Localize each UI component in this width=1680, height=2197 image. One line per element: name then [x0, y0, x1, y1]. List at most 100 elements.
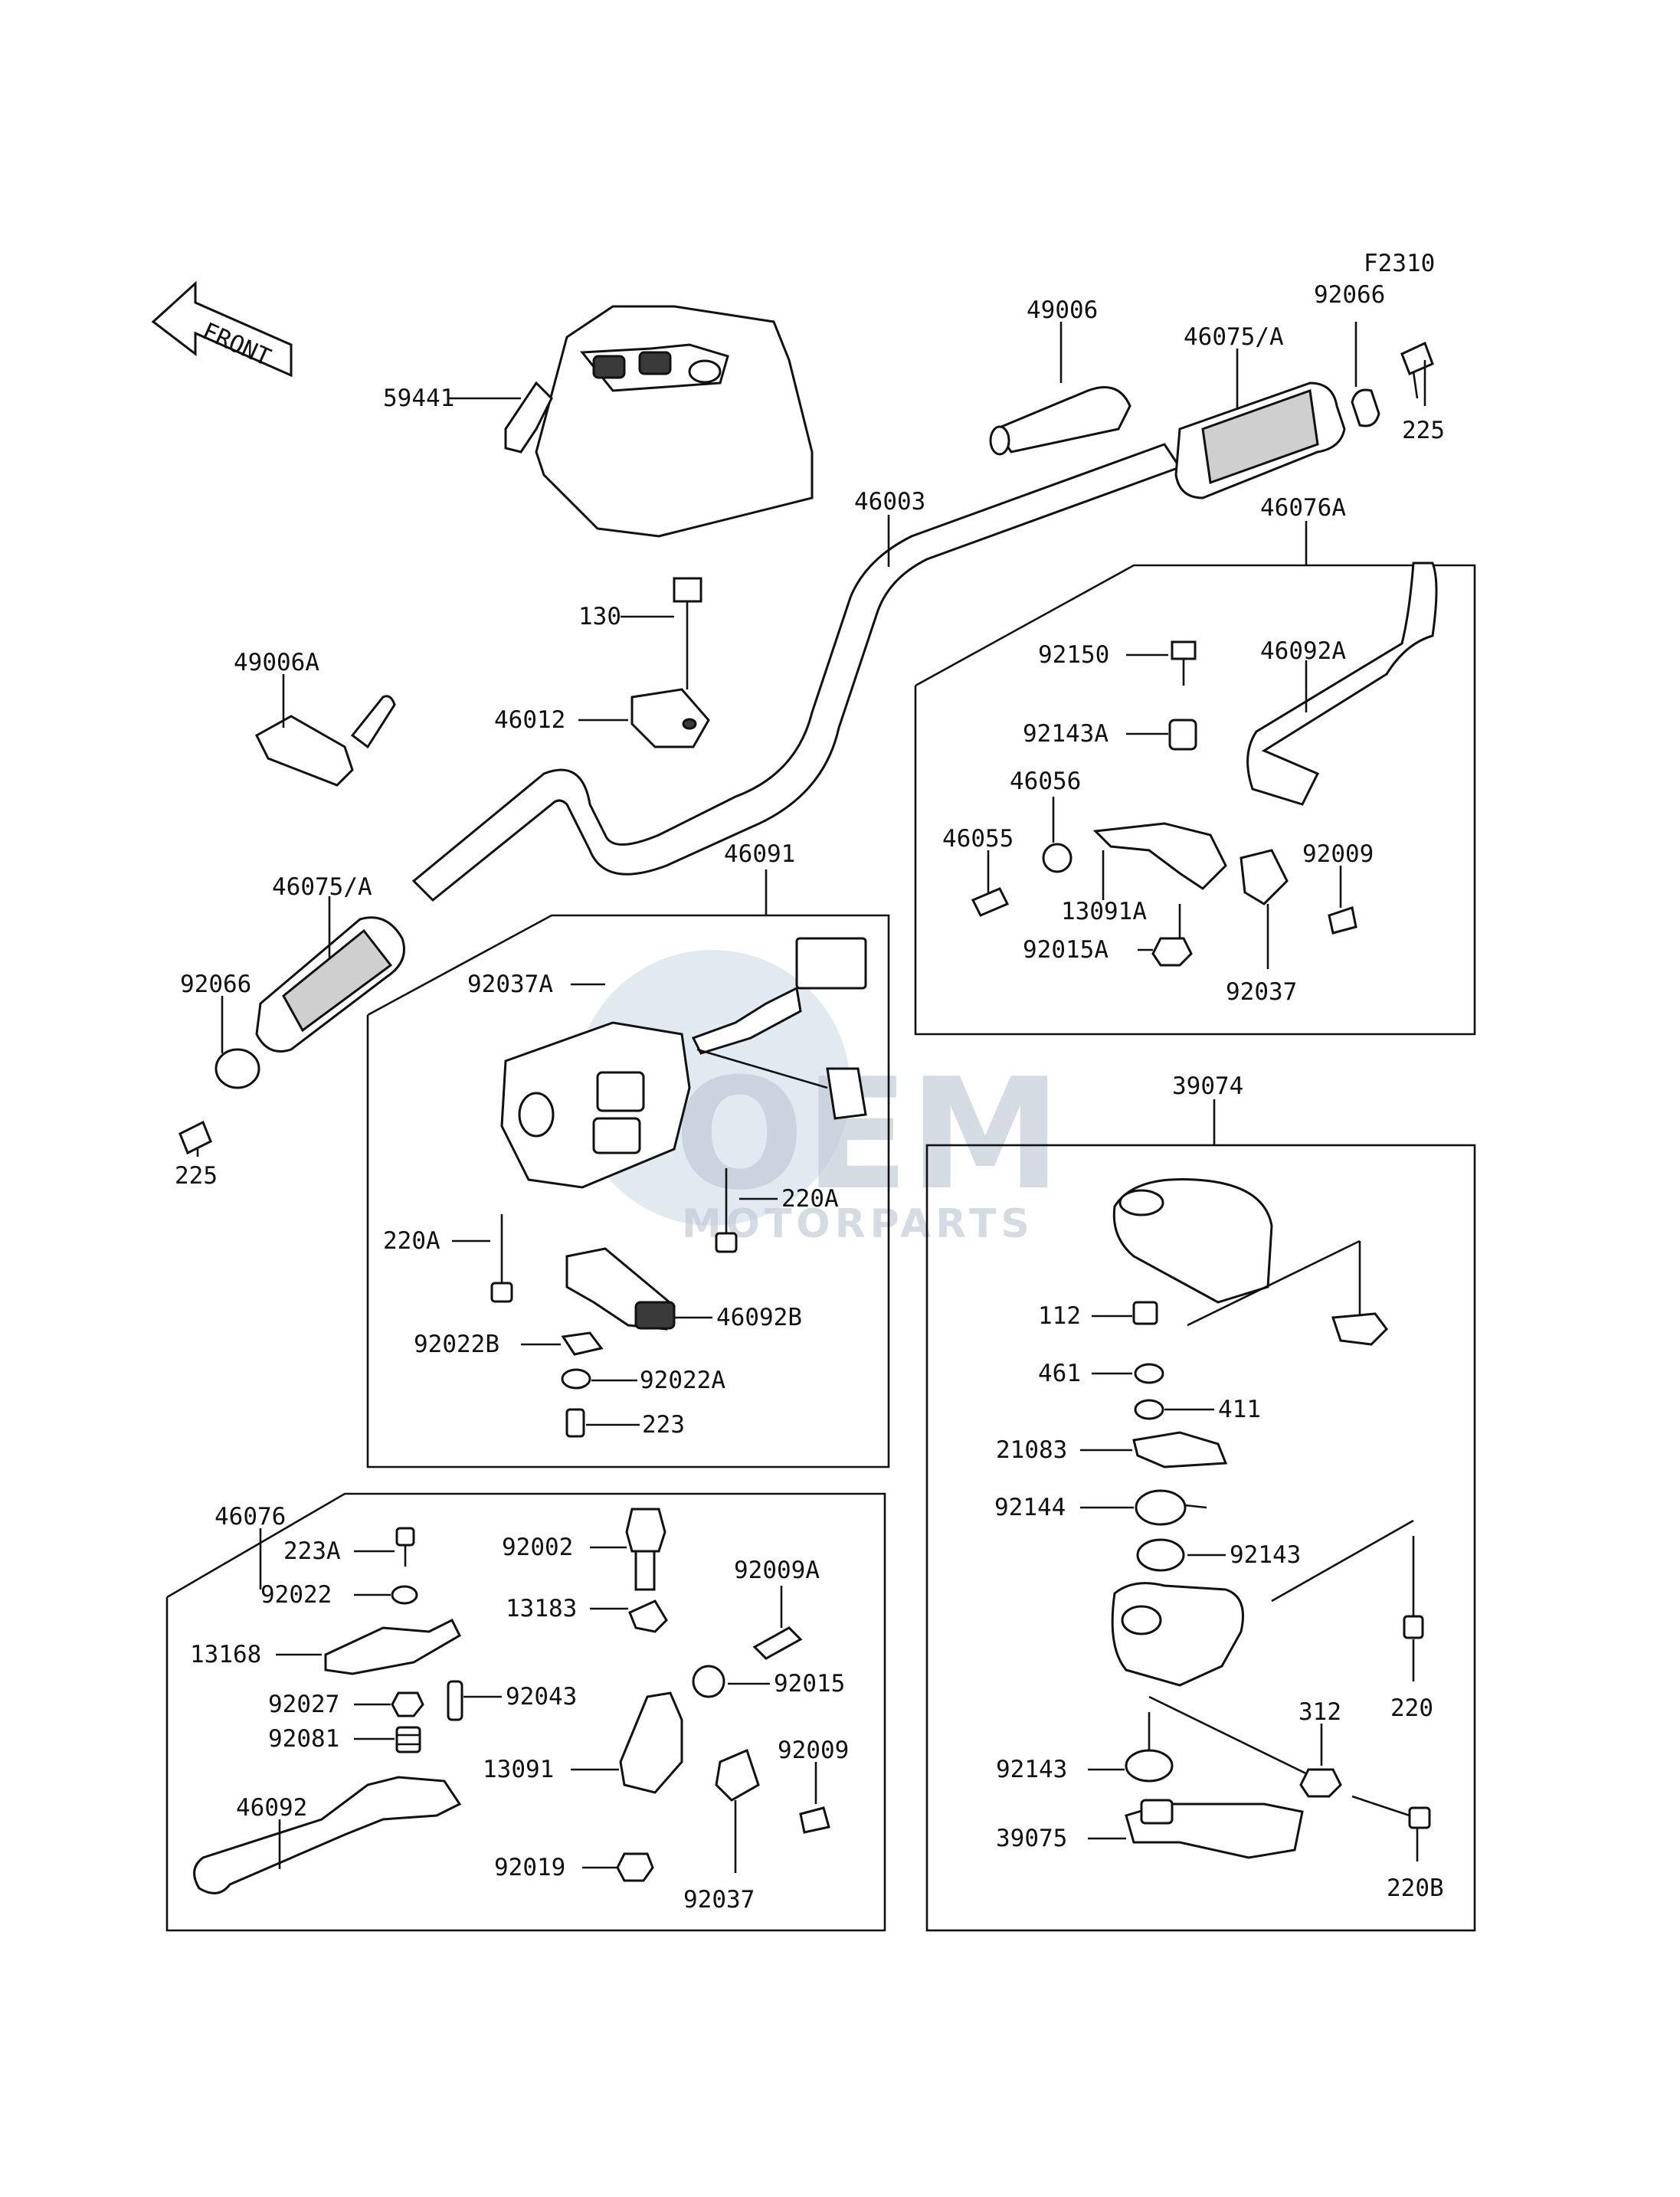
label-92022a: 92022A	[640, 1367, 725, 1394]
bolt-225-right	[1400, 341, 1434, 399]
collar-92143a	[1168, 719, 1197, 751]
bolt-130	[673, 577, 702, 643]
label-312: 312	[1298, 1698, 1341, 1726]
locknut-92015	[692, 1665, 725, 1698]
left-grip	[255, 916, 405, 1053]
right-grip	[1174, 381, 1346, 499]
label-220: 220	[1390, 1694, 1433, 1722]
label-92009a: 92009A	[734, 1557, 820, 1584]
watermark-big: OEM	[674, 1046, 1062, 1224]
handlebar-cover	[504, 305, 814, 538]
washer-92022	[391, 1585, 418, 1605]
label-92143-a: 92143	[1230, 1541, 1301, 1569]
label-46056: 46056	[1010, 768, 1081, 795]
grip-end-cap-left	[215, 1048, 260, 1089]
nut-312	[1299, 1768, 1342, 1798]
label-13091a: 13091A	[1061, 898, 1147, 925]
label-223: 223	[642, 1411, 685, 1439]
adjuster-46056	[1042, 843, 1073, 873]
label-13183: 13183	[506, 1595, 577, 1622]
nut-92027	[391, 1691, 424, 1717]
screw-220a-left	[490, 1214, 513, 1303]
label-92037-top: 92037	[1226, 978, 1297, 1006]
label-223a: 223A	[283, 1537, 341, 1565]
label-92144: 92144	[994, 1494, 1066, 1521]
label-225-left: 225	[175, 1162, 218, 1190]
label-92009-bottom: 92009	[778, 1737, 849, 1764]
throttle-lever-39075	[1125, 1799, 1304, 1859]
label-92002: 92002	[502, 1534, 573, 1561]
label-92015a: 92015A	[1023, 936, 1109, 964]
throttle-boot	[989, 386, 1131, 456]
holder-13091	[619, 1691, 760, 1802]
label-92043: 92043	[506, 1683, 577, 1711]
label-92066-right: 92066	[1314, 281, 1385, 309]
bolt-112	[1132, 1301, 1158, 1325]
label-46076a: 46076A	[1260, 494, 1346, 522]
lever-46092	[193, 1776, 462, 1894]
box-46076a	[914, 564, 1476, 1036]
throttle-case-lower	[1111, 1519, 1414, 1783]
handlebar-clamp	[630, 688, 710, 748]
screw-220	[1403, 1536, 1424, 1639]
label-130: 130	[578, 603, 621, 630]
lever-46092a	[1246, 562, 1438, 806]
lever-46092b	[565, 1247, 676, 1331]
label-13091: 13091	[483, 1756, 554, 1783]
label-220a-left: 220A	[383, 1227, 440, 1255]
switch-housing	[500, 1021, 691, 1189]
label-92027: 92027	[268, 1691, 339, 1718]
spring-92081	[395, 1726, 421, 1753]
grip-end-cap-right	[1351, 388, 1380, 427]
label-39074: 39074	[1172, 1072, 1243, 1100]
label-46076: 46076	[215, 1503, 286, 1531]
label-13168: 13168	[190, 1641, 261, 1668]
screw-220a-right	[715, 1168, 738, 1253]
label-46012: 46012	[494, 706, 565, 734]
holder-13091a	[1092, 822, 1289, 905]
label-92037-bottom: 92037	[683, 1886, 755, 1914]
label-92143-b: 92143	[996, 1756, 1067, 1783]
washer-411	[1134, 1399, 1164, 1420]
label-46092a: 46092A	[1260, 637, 1346, 665]
label-92009-top: 92009	[1302, 840, 1374, 868]
nut-92019	[616, 1852, 654, 1882]
watermark-small: MOTORPARTS	[682, 1201, 1034, 1247]
boot-49006a	[255, 695, 396, 787]
front-arrow-icon: FRONT	[151, 280, 293, 378]
label-49006a: 49006A	[234, 649, 319, 676]
adjuster-92009a	[752, 1626, 803, 1660]
label-46003: 46003	[854, 488, 925, 516]
screw-223	[565, 1408, 585, 1438]
label-46075a-right: 46075/A	[1184, 323, 1284, 351]
figure-code: F2310	[1364, 250, 1435, 277]
seal-92143-b	[1125, 1749, 1174, 1783]
washer-461	[1134, 1363, 1164, 1384]
label-59441: 59441	[383, 385, 454, 412]
stop-plate-21083	[1132, 1431, 1228, 1468]
label-220b: 220B	[1387, 1874, 1444, 1902]
switch-connector	[691, 937, 867, 1120]
bolt-225-left	[178, 1120, 212, 1155]
screw-92009-bottom	[799, 1806, 830, 1834]
label-92022b: 92022B	[414, 1331, 499, 1358]
seal-92143-a	[1136, 1538, 1185, 1572]
screw-223a	[395, 1527, 415, 1567]
screw-220b	[1351, 1795, 1431, 1829]
spring-92144	[1135, 1489, 1207, 1526]
screw-92009-top	[1328, 906, 1357, 935]
label-39075: 39075	[996, 1825, 1067, 1852]
label-49006: 49006	[1027, 296, 1098, 324]
label-92150: 92150	[1038, 641, 1109, 669]
plate-13168	[324, 1618, 461, 1675]
label-92015: 92015	[774, 1670, 845, 1698]
label-112: 112	[1038, 1302, 1081, 1330]
label-21083: 21083	[996, 1436, 1067, 1464]
label-92022: 92022	[260, 1581, 332, 1609]
label-46092: 46092	[236, 1794, 307, 1822]
label-46091: 46091	[724, 840, 795, 868]
label-461: 461	[1038, 1360, 1081, 1387]
label-92066-left: 92066	[180, 971, 251, 998]
bolt-92150	[1171, 640, 1197, 686]
